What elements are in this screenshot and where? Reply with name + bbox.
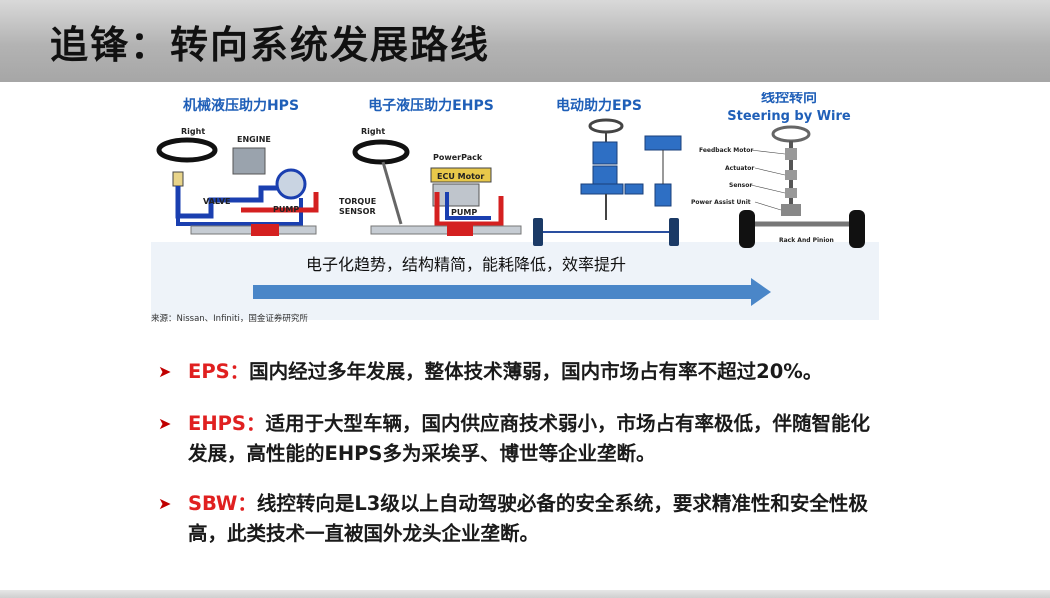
trend-arrow-shaft bbox=[253, 285, 751, 299]
bottom-rule bbox=[0, 590, 1050, 598]
ehps-pipe-blue bbox=[445, 192, 491, 220]
trend-band bbox=[151, 242, 879, 320]
bullet-body: EHPS：适用于大型车辆，国内供应商技术弱小，市场占有率极低，伴随智能化发展，高… bbox=[188, 409, 888, 469]
eps-block-2 bbox=[592, 165, 618, 185]
title-bar: 追锋：转向系统发展路线 bbox=[0, 0, 1050, 82]
bullet-text: 国内经过多年发展，整体技术薄弱，国内市场占有率不超过20%。 bbox=[249, 360, 823, 383]
sbw-actuator bbox=[785, 170, 797, 180]
eps-block-4 bbox=[580, 183, 624, 195]
sbw-diagram: Feedback Motor Actuator Sensor Power Ass… bbox=[691, 125, 865, 248]
sbw-sensor-label: Sensor bbox=[729, 182, 752, 189]
stage-subtitle-sbw: Steering by Wire bbox=[727, 109, 851, 124]
hps-valve-label: VALVE bbox=[203, 197, 231, 206]
ehps-rack-cylinder bbox=[447, 224, 473, 236]
stage-title-eps: 电动助力EPS bbox=[556, 97, 642, 114]
hps-steering-wheel bbox=[156, 137, 218, 163]
eps-block-5 bbox=[624, 183, 644, 195]
hps-rack-cylinder bbox=[251, 224, 279, 236]
sbw-leader-4 bbox=[754, 201, 782, 211]
sbw-sensor bbox=[785, 188, 797, 198]
arrow-bullet-icon: ➤ bbox=[158, 494, 172, 513]
arrow-bullet-icon: ➤ bbox=[158, 414, 172, 433]
trend-arrow bbox=[253, 278, 771, 306]
trend-arrow-head bbox=[751, 278, 771, 306]
source-note: 来源：Nissan、Infiniti，国金证券研究所 bbox=[151, 314, 308, 324]
hps-valve-body bbox=[172, 171, 184, 187]
ehps-column bbox=[381, 161, 403, 225]
hps-pump-wheel bbox=[275, 168, 307, 200]
bullet-body: EPS：国内经过多年发展，整体技术薄弱，国内市场占有率不超过20%。 bbox=[188, 357, 888, 387]
ehps-sensor-label: SENSOR bbox=[339, 207, 376, 216]
eps-steering-wheel bbox=[588, 118, 624, 134]
ehps-rack bbox=[370, 225, 522, 235]
ehps-ecu-label: ECU Motor bbox=[437, 172, 484, 181]
bullet-lead: EPS： bbox=[188, 360, 250, 383]
arrow-bullet-icon: ➤ bbox=[158, 362, 172, 381]
eps-diagram bbox=[533, 118, 682, 246]
figure-svg: 机械液压助力HPS 电子液压助力EHPS 电动助力EPS 线控转向 Steeri… bbox=[151, 92, 879, 320]
ehps-pump-label: PUMP bbox=[451, 208, 477, 217]
sbw-leader-2 bbox=[754, 167, 786, 176]
sbw-leader-3 bbox=[750, 184, 786, 194]
hps-right-label: Right bbox=[181, 127, 205, 136]
stage-title-sbw: 线控转向 bbox=[761, 92, 817, 106]
bullet-text: 线控转向是L3级以上自动驾驶必备的安全系统，要求精准性和安全性极高，此类技术一直… bbox=[188, 492, 868, 545]
ehps-steering-wheel bbox=[352, 139, 410, 165]
hps-diagram: Right ENGINE VALVE PUMP bbox=[156, 127, 319, 236]
hps-engine-block bbox=[232, 147, 266, 175]
sbw-leader-1 bbox=[750, 149, 786, 155]
bullet-lead: EHPS： bbox=[188, 412, 266, 435]
sbw-rack-label: Rack And Pinion bbox=[779, 237, 834, 244]
sbw-wheel-right bbox=[849, 210, 865, 248]
hps-engine-label: ENGINE bbox=[237, 135, 271, 144]
ehps-pump-body bbox=[432, 183, 480, 207]
ehps-torque-label: TORQUE bbox=[339, 197, 376, 206]
eps-wheel-left bbox=[533, 218, 543, 246]
sbw-actuator-label: Actuator bbox=[725, 165, 754, 172]
stage-title-hps: 机械液压助力HPS bbox=[183, 97, 299, 114]
sbw-wheel-left bbox=[739, 210, 755, 248]
eps-block-1 bbox=[592, 141, 618, 165]
hps-pump-label: PUMP bbox=[273, 205, 299, 214]
eps-block-3 bbox=[644, 135, 682, 151]
bullet-body: SBW：线控转向是L3级以上自动驾驶必备的安全系统，要求精准性和安全性极高，此类… bbox=[188, 489, 888, 549]
bullet-lead: SBW： bbox=[188, 492, 257, 515]
hps-pipe-red bbox=[241, 192, 319, 213]
ehps-diagram: Right PowerPack ECU Motor PUMP TORQUE SE… bbox=[339, 127, 522, 236]
ehps-ecu-motor-box bbox=[430, 167, 492, 183]
steering-evolution-figure: 机械液压助力HPS 电子液压助力EHPS 电动助力EPS 线控转向 Steeri… bbox=[151, 92, 879, 320]
sbw-feedback-label: Feedback Motor bbox=[699, 147, 753, 154]
eps-block-6 bbox=[654, 183, 672, 207]
bullet-text: 适用于大型车辆，国内供应商技术弱小，市场占有率极低，伴随智能化发展，高性能的EH… bbox=[188, 412, 870, 465]
sbw-steering-wheel bbox=[771, 125, 811, 143]
eps-wheel-right bbox=[669, 218, 679, 246]
trend-text: 电子化趋势，结构精简，能耗降低，效率提升 bbox=[306, 255, 626, 274]
sbw-feedback-motor bbox=[785, 148, 797, 160]
ehps-right-label: Right bbox=[361, 127, 385, 136]
sbw-power-assist bbox=[781, 204, 801, 216]
page-title: 追锋：转向系统发展路线 bbox=[50, 23, 491, 67]
ehps-powerpack-label: PowerPack bbox=[433, 153, 483, 162]
stage-title-ehps: 电子液压助力EHPS bbox=[368, 97, 494, 114]
sbw-power-assist-label: Power Assist Unit bbox=[691, 199, 751, 206]
